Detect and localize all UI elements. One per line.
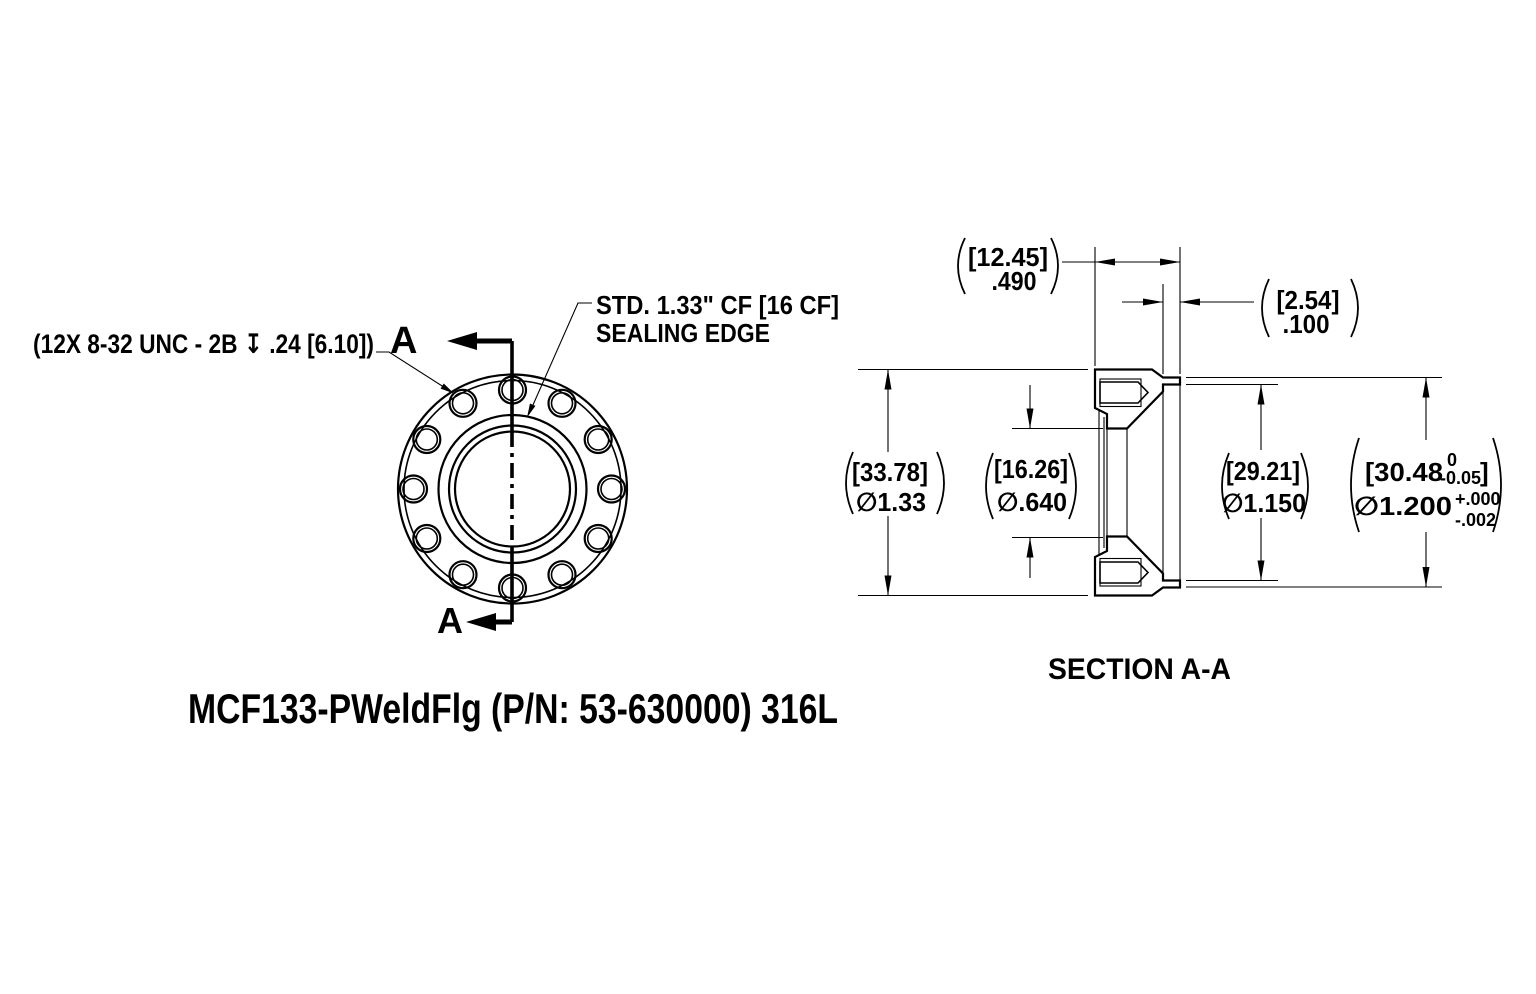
paren-open <box>985 452 994 520</box>
bolt-hole <box>583 424 613 455</box>
tapped-hole-section-bottom <box>1099 557 1150 587</box>
dim-outer-dia: [33.78] ∅1.33 <box>845 369 945 596</box>
section-visible-edges <box>1098 384 1181 581</box>
paren-open <box>1261 278 1270 338</box>
bolt-hole <box>550 391 574 415</box>
section-title: SECTION A-A <box>1048 653 1231 686</box>
dim-od-inch: ∅1.33 <box>856 487 926 517</box>
bolt-hole <box>583 523 613 554</box>
bolt-hole <box>547 560 577 590</box>
section-arrow-bottom <box>466 613 496 631</box>
dim-width-inch: .490 <box>992 266 1037 296</box>
dim-step-inch: .100 <box>1283 309 1330 339</box>
bolt-holes <box>398 375 627 603</box>
bolt-hole <box>596 474 627 504</box>
dimensions: [12.45] .490 [2.54] .100 [33.78] ∅1.33 <box>845 237 1502 597</box>
dim-press-mm-bracket: ] <box>1480 457 1489 487</box>
section-material-bottom <box>1093 535 1182 597</box>
paren-close <box>1492 437 1502 533</box>
paren-close <box>1350 278 1359 338</box>
dim-press-inch-tol-low: -.002 <box>1455 510 1496 530</box>
paren-open <box>1350 437 1360 533</box>
dim-overall-width: [12.45] .490 <box>957 237 1180 296</box>
bolt-hole <box>451 563 475 587</box>
sealing-note-line1: STD. 1.33" CF [16 CF] <box>596 290 839 320</box>
bolt-hole <box>448 560 478 590</box>
dim-press-mm: [30.48 <box>1365 457 1443 487</box>
bolt-hole <box>600 477 623 501</box>
section-material-top <box>1093 368 1182 430</box>
dim-bore-dia: [16.26] ∅.640 <box>985 385 1077 578</box>
bolt-note-leader <box>376 351 456 397</box>
bolt-hole <box>415 527 439 550</box>
sealing-note-line2: SEALING EDGE <box>596 318 770 348</box>
extension-lines <box>858 247 1442 597</box>
tapped-hole-section-top <box>1099 378 1150 408</box>
section-label-bottom: A <box>437 600 463 641</box>
bolt-hole <box>412 523 442 554</box>
dim-od-mm: [33.78] <box>852 457 928 487</box>
bolt-hole <box>547 388 577 418</box>
paren-open <box>845 451 854 515</box>
section-arrow-top <box>447 332 477 350</box>
bolt-thread-note: (12X 8-32 UNC - 2B ↧ .24 [6.10]) <box>33 329 374 359</box>
dim-bore-mm: [16.26] <box>994 454 1068 484</box>
paren-close <box>936 451 945 515</box>
dim-width-mm: [12.45] <box>968 242 1048 272</box>
bolt-hole <box>412 424 442 455</box>
bolt-hole <box>586 428 610 451</box>
dim-bore-inch: ∅.640 <box>997 487 1067 517</box>
sealing-note-leader <box>524 302 592 419</box>
dim-step-mm: [2.54] <box>1277 285 1340 315</box>
dim-press-mm-tol-high: 0 <box>1447 450 1457 470</box>
bolt-hole <box>398 474 429 504</box>
section-view: SECTION A-A <box>1048 368 1231 686</box>
dim-recess-dia: [29.21] ∅1.150 <box>1221 384 1309 581</box>
dim-recess-mm: [29.21] <box>1226 456 1300 486</box>
paren-open <box>957 237 966 295</box>
bolt-hole <box>448 388 478 418</box>
paren-close <box>1300 452 1309 520</box>
bolt-hole <box>402 477 425 501</box>
front-view: A A (12X 8-32 UNC - 2B ↧ .24 [6.10]) STD… <box>33 290 839 641</box>
dim-step-depth: [2.54] .100 <box>1122 278 1359 339</box>
part-title: MCF133-PWeldFlg (P/N: 53-630000) 316L <box>188 685 838 732</box>
section-cut-line <box>447 332 514 631</box>
bolt-hole <box>550 563 574 587</box>
paren-close <box>1050 237 1059 295</box>
dim-press-mm-tol-low: -0.05 <box>1440 468 1481 488</box>
bolt-hole <box>451 391 475 415</box>
dim-press-inch-tol-high: +.000 <box>1455 489 1501 509</box>
paren-close <box>1068 452 1077 520</box>
dim-recess-inch: ∅1.150 <box>1222 488 1306 518</box>
bolt-hole <box>586 527 610 550</box>
bolt-hole <box>415 428 439 451</box>
paren-open <box>1221 452 1230 520</box>
dim-press-dia: [30.48 0 -0.05 ] ∅1.200 +.000 -.002 <box>1350 377 1502 587</box>
dim-press-inch: ∅1.200 <box>1354 491 1452 521</box>
